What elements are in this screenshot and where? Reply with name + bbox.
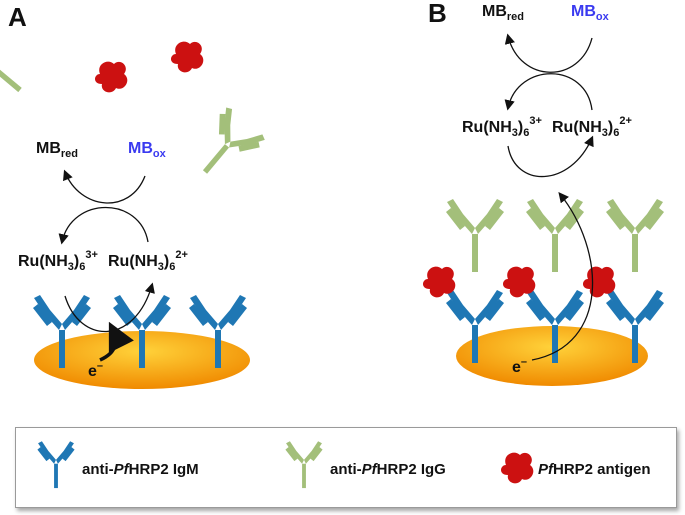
cycle-arrow-ru-b [504, 73, 593, 111]
electron-label-b: e– [512, 356, 527, 376]
igg-legend-icon [285, 441, 323, 489]
ru3-label-b: Ru(NH3)63+ [462, 115, 542, 139]
floating-antigen-1 [95, 61, 128, 93]
igg-row-b [446, 199, 664, 272]
mb-ox-label-a: MBox [128, 140, 167, 160]
mb-red-label-b: MBred [482, 3, 524, 23]
cycle-arrow-ru-a [58, 207, 149, 245]
mb-red-label-a: MBred [36, 140, 78, 160]
electron-arrow-a [99, 321, 134, 362]
igg-legend-label: anti-PfHRP2 IgG [330, 461, 446, 478]
igm-legend-icon [37, 441, 75, 489]
antigen-legend-label: PfHRP2 antigen [538, 461, 651, 478]
electron-label-a: e– [88, 360, 103, 380]
floating-igg-1 [0, 27, 37, 110]
igm-legend-label: anti-PfHRP2 IgM [82, 461, 199, 478]
ru3-label-a: Ru(NH3)63+ [18, 249, 98, 273]
panel-label-a: A [8, 2, 27, 32]
ru-reduction-arrow-b [507, 135, 594, 178]
ru2-label-a: Ru(NH3)62+ [108, 249, 188, 273]
panel-label-b: B [428, 0, 447, 28]
ru-reduction-arrow-a [64, 282, 155, 333]
electron-path-b [531, 191, 594, 361]
cycle-arrow-mb-a [63, 169, 146, 204]
legend: anti-PfHRP2 IgM anti-PfHRP2 IgG PfHRP2 a… [15, 427, 677, 508]
antigen-legend-icon [501, 452, 534, 484]
mb-ox-label-b: MBox [571, 3, 610, 23]
floating-igg-2 [185, 104, 268, 189]
floating-antigen-2 [171, 41, 204, 73]
cycle-arrow-mb-b [504, 33, 593, 73]
ru2-label-b: Ru(NH3)62+ [552, 115, 632, 139]
